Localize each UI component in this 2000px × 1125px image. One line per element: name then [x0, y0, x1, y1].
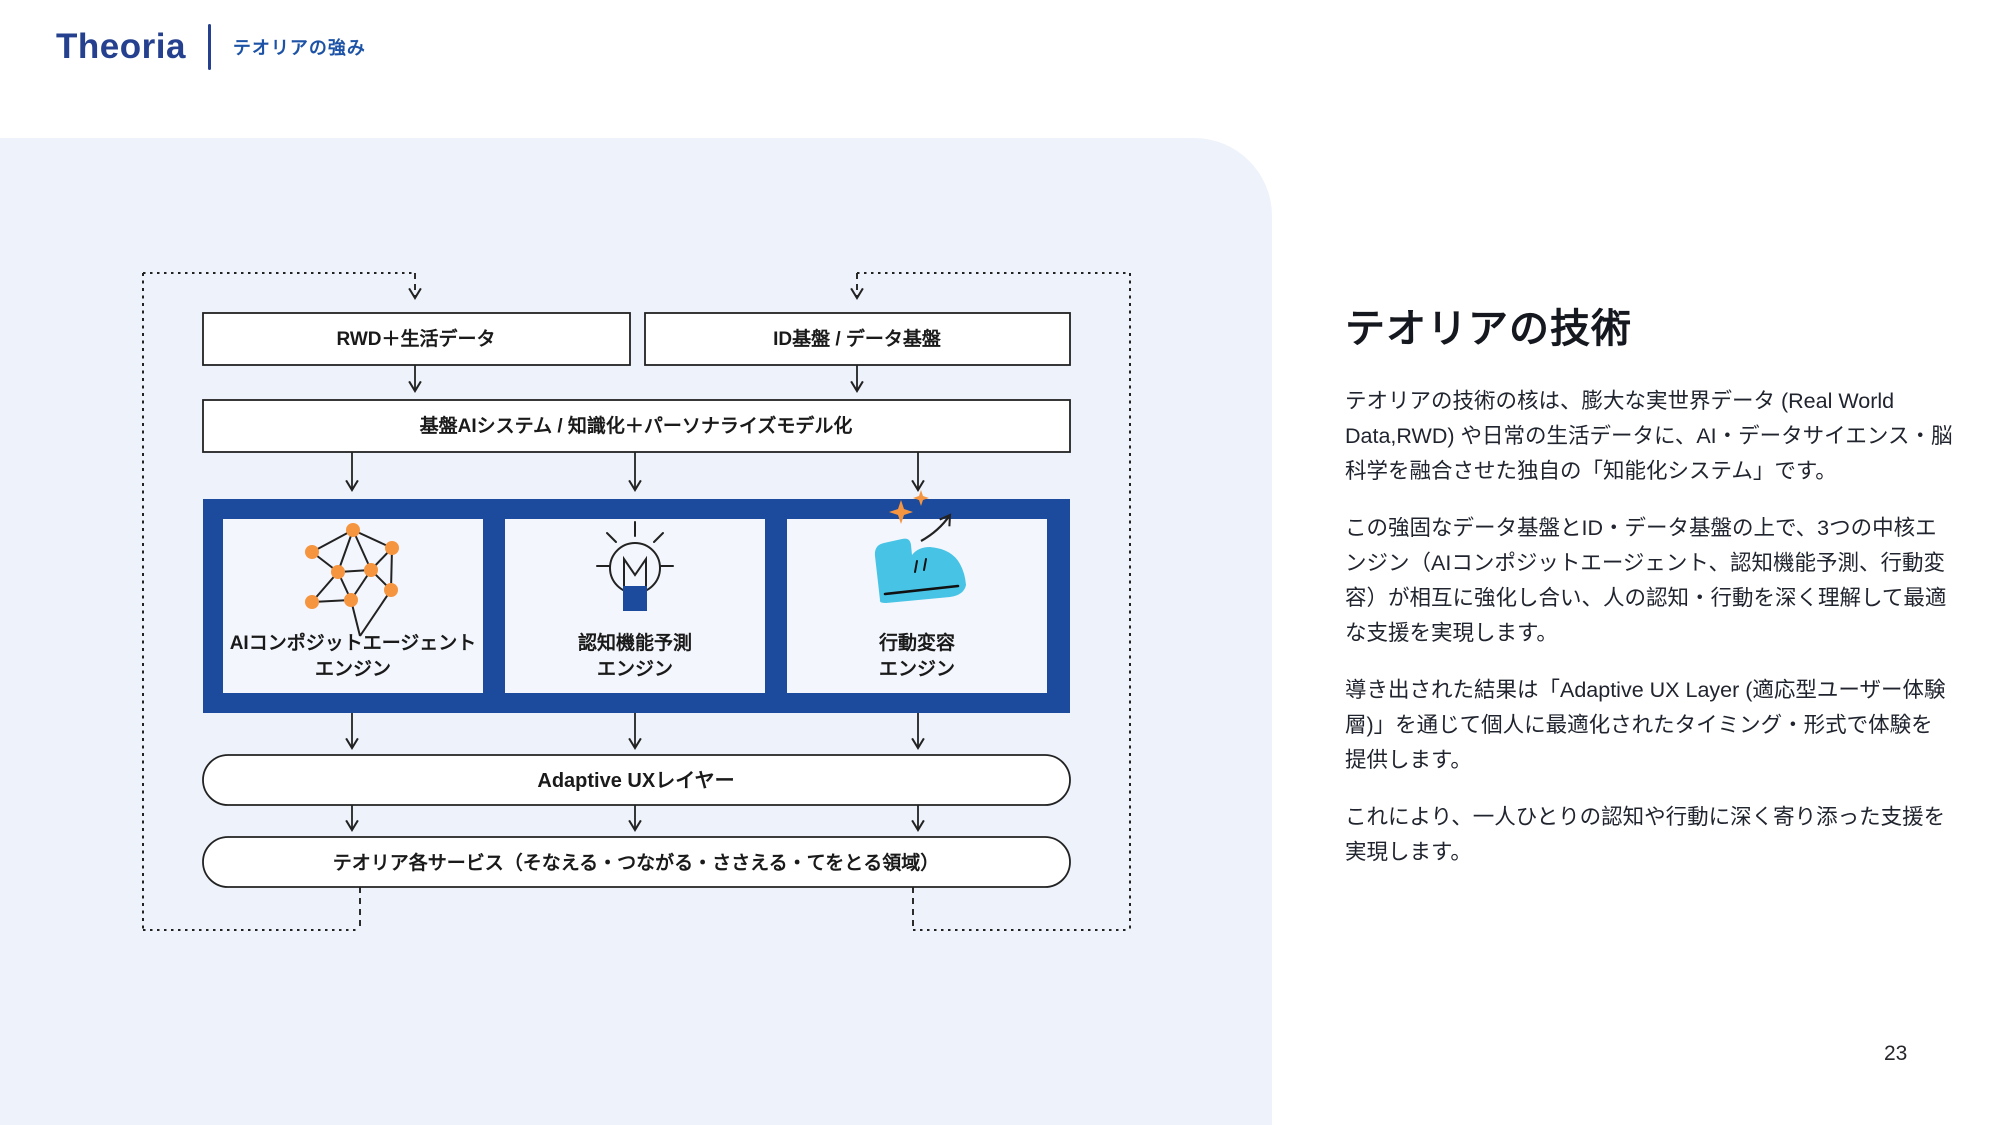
arrows-data-to-foundation: [408, 365, 864, 393]
paragraph-core-technology: テオリアの技術の核は、膨大な実世界データ (Real World Data,RW…: [1345, 389, 1953, 483]
engine-box-behavior: [787, 519, 1047, 693]
paragraph-three-engines: この強固なデータ基盤とID・データ基盤の上で、3つの中核エンジン（AIコンポジッ…: [1345, 516, 1947, 645]
foundation-ai-label: 基盤AIシステム / 知識化＋パーソナライズモデル化: [419, 414, 853, 437]
adaptive-ux-layer-label: Adaptive UXレイヤー: [537, 770, 734, 792]
slide-section-title: テオリアの強み: [232, 38, 366, 58]
content-title: テオリアの技術: [1345, 307, 1632, 351]
diagram-panel: RWD＋生活データ ID基盤 / データ基盤 基盤AIシステム / 知識化＋パー…: [0, 138, 1272, 1125]
technology-architecture-diagram: RWD＋生活データ ID基盤 / データ基盤 基盤AIシステム / 知識化＋パー…: [142, 272, 1131, 931]
arrows-foundation-to-engines: [345, 452, 925, 492]
paragraph-conclusion: これにより、一人ひとりの認知や行動に深く寄り添った支援を実現します。: [1345, 805, 1946, 864]
foundation-ai-box: 基盤AIシステム / 知識化＋パーソナライズモデル化: [202, 399, 1071, 453]
engine-ai-composite-label-line2: エンジン: [315, 659, 391, 680]
content-column: テオリアの技術 テオリアの技術の核は、膨大な実世界データ (Real World…: [1345, 296, 1953, 892]
logo-divider: [207, 24, 211, 70]
feedback-lines-from-services: [359, 887, 914, 930]
theoria-services-pill: テオリア各サービス（そなえる・つながる・ささえる・てをとる領域）: [202, 836, 1071, 888]
id-platform-label: ID基盤 / データ基盤: [773, 327, 942, 350]
engine-cognitive-label-line1: 認知機能予測: [578, 631, 692, 654]
feedback-loop-dotted-frame: [142, 272, 1131, 931]
arrows-ux-to-services: [345, 805, 925, 832]
arrows-engines-to-ux: [345, 713, 925, 750]
engine-cognitive-label-line2: エンジン: [597, 659, 673, 680]
rwd-data-box: RWD＋生活データ: [202, 312, 631, 366]
theoria-services-label: テオリア各サービス（そなえる・つながる・ささえる・てをとる領域）: [333, 851, 939, 874]
network-graph-icon: [305, 523, 399, 637]
feedback-arrows-into-data-boxes: [408, 273, 864, 300]
rwd-data-label: RWD＋生活データ: [336, 327, 495, 350]
header: Theoria テオリアの強み: [56, 24, 366, 70]
id-platform-box: ID基盤 / データ基盤: [644, 312, 1071, 366]
adaptive-ux-layer-pill: Adaptive UXレイヤー: [202, 754, 1071, 806]
paragraph-adaptive-ux: 導き出された結果は「Adaptive UX Layer (適応型ユーザー体験層)…: [1345, 678, 1946, 772]
lightbulb-icon: [596, 521, 674, 611]
engine-behavior-label-line1: 行動変容: [878, 631, 955, 654]
sneaker-step-icon: [874, 490, 966, 603]
page-number: 23: [1884, 1042, 1908, 1065]
theoria-logo: Theoria: [56, 27, 186, 66]
engine-behavior-label-line2: エンジン: [879, 659, 955, 680]
engine-ai-composite-label-line1: AIコンポジットエージェント: [230, 631, 477, 654]
